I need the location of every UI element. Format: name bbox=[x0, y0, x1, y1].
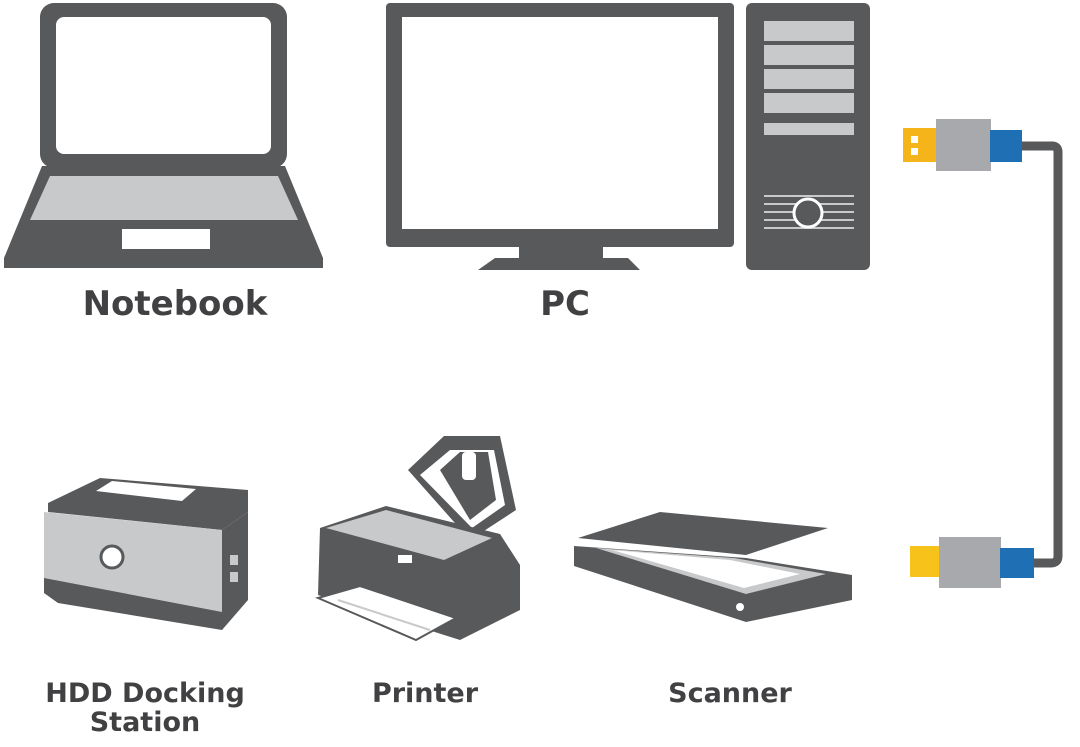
usb-cable bbox=[1020, 141, 1063, 568]
hdd-docking-station-label: HDD Docking Station bbox=[20, 679, 270, 737]
hdd-label-line1: HDD Docking bbox=[45, 678, 245, 709]
printer-label: Printer bbox=[371, 678, 479, 709]
usb-mini-plug-icon bbox=[910, 537, 1034, 588]
hdd-docking-station-icon bbox=[44, 478, 248, 630]
notebook-label: Notebook bbox=[82, 284, 268, 324]
notebook-icon bbox=[4, 3, 323, 268]
hdd-label-line2: Station bbox=[89, 707, 201, 739]
pc-label: PC bbox=[540, 284, 590, 324]
pc-tower-icon bbox=[746, 3, 870, 270]
printer-icon bbox=[315, 436, 520, 642]
scanner-label: Scanner bbox=[668, 678, 792, 709]
usb-a-plug-icon bbox=[903, 119, 1022, 171]
pc-monitor-icon bbox=[386, 3, 734, 270]
scanner-icon bbox=[574, 512, 852, 622]
